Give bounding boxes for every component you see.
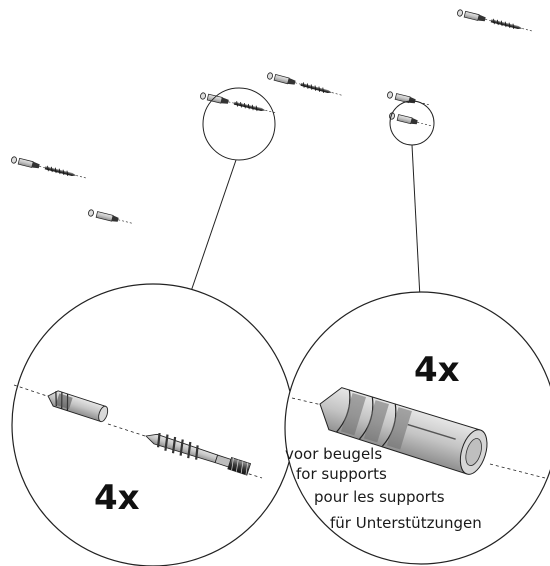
detail-marker-left [202, 87, 276, 161]
small-set-left-lower [88, 209, 132, 224]
small-set-top-right [456, 8, 534, 35]
quantity-left: 4x [94, 478, 140, 518]
small-set-top-middle [266, 71, 343, 99]
quantity-right: 4x [414, 350, 460, 390]
zoom-right-plug [291, 387, 546, 479]
label-support-en: for supports [296, 465, 387, 483]
leader-line-right [411, 144, 421, 299]
small-set-right-a [387, 91, 429, 105]
label-support-nl: voor beugels [285, 445, 383, 463]
label-support-de: für Unterstützungen [330, 514, 482, 532]
small-set-left-upper [10, 155, 88, 182]
label-support-fr: pour les supports [314, 488, 445, 506]
zoom-left-hardware [13, 384, 263, 479]
small-set-circle-left [199, 91, 277, 117]
zoom-circle-left [11, 283, 295, 566]
leader-line-left [185, 159, 237, 307]
small-set-right-b [389, 112, 431, 126]
